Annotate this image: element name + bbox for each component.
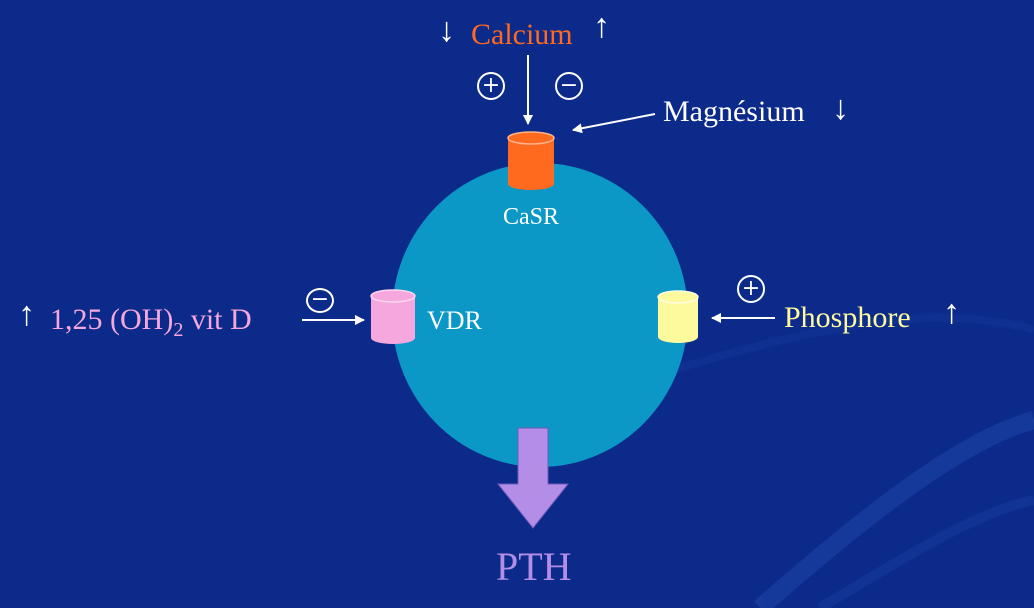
plus-circle-icon: + — [737, 275, 765, 303]
down-arrow-icon: ↓ — [832, 90, 849, 127]
pth-output-arrow-overlay — [496, 427, 570, 529]
phosphate-receptor — [657, 290, 699, 343]
up-arrow-icon: ↑ — [18, 296, 35, 333]
vdr-label: VDR — [427, 306, 482, 335]
pth-label: PTH — [496, 544, 572, 589]
background-swoosh — [638, 314, 1034, 608]
casr-receptor — [507, 131, 555, 190]
parathyroid-cell — [392, 163, 688, 467]
vitamin-d-suffix: vit D — [183, 303, 252, 336]
casr-label: CaSR — [503, 204, 560, 230]
phosphore-label: Phosphore — [784, 301, 911, 334]
vitamin-d-label: 1,25 (OH)2 vit D — [50, 303, 252, 341]
up-arrow-icon: ↑ — [593, 8, 610, 45]
calcium-label: Calcium — [471, 18, 573, 51]
vdr-receptor — [370, 289, 416, 344]
minus-circle-icon: − — [555, 72, 583, 100]
down-arrow-icon: ↓ — [438, 12, 455, 49]
vitamin-d-prefix: 1,25 (OH) — [50, 303, 174, 336]
up-arrow-icon: ↑ — [943, 294, 960, 331]
magnesium-to-casr-arrow — [572, 113, 656, 134]
vitamin-d-subscript: 2 — [173, 319, 184, 341]
plus-circle-icon: + — [477, 72, 505, 100]
magnesium-label: Magnésium — [663, 95, 805, 128]
minus-circle-icon: − — [306, 288, 334, 313]
